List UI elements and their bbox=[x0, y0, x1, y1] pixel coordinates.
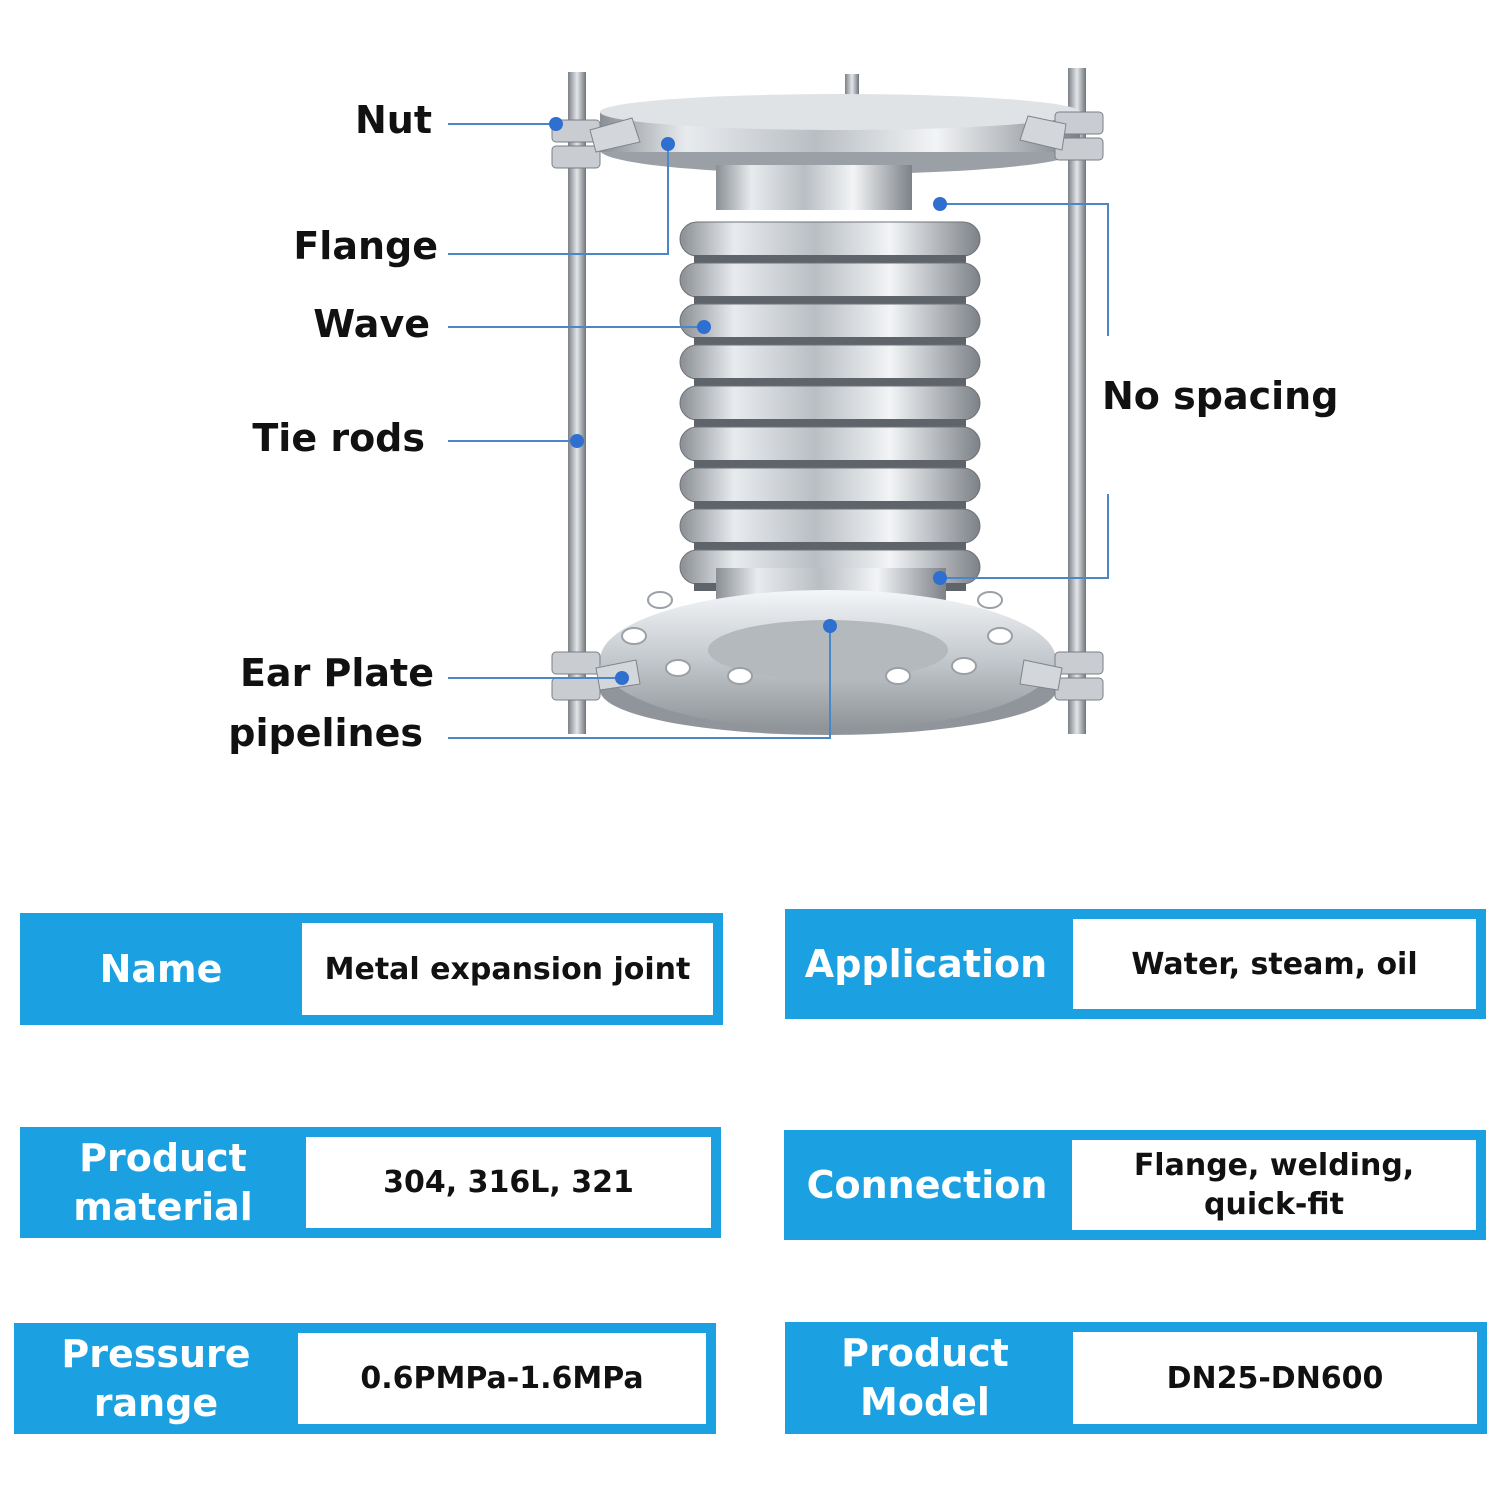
spec-connection-key: Connection bbox=[806, 1162, 1048, 1207]
spec-model-key-line1: Product bbox=[841, 1331, 1009, 1376]
spec-connection-card: Connection Flange, welding, quick-fit bbox=[784, 1130, 1486, 1240]
bellows-wave bbox=[679, 426, 981, 462]
label-flange: Flange bbox=[293, 224, 438, 268]
spec-model-card: Product Model DN25-DN600 bbox=[785, 1322, 1487, 1434]
spec-name-value: Metal expansion joint bbox=[302, 923, 713, 1015]
spec-pressure-key-line2: range bbox=[93, 1380, 219, 1425]
expansion-joint-drawing bbox=[448, 68, 1109, 739]
label-tie-rods: Tie rods bbox=[252, 416, 425, 460]
spec-application-value: Water, steam, oil bbox=[1073, 919, 1476, 1009]
label-wave: Wave bbox=[313, 302, 430, 346]
bellows-groove bbox=[694, 501, 966, 509]
spec-material-key-line2: material bbox=[73, 1184, 253, 1229]
spec-connection-value-line1: Flange, welding, bbox=[1133, 1148, 1415, 1183]
bellows-wave bbox=[679, 467, 981, 503]
bellows-wave bbox=[679, 303, 981, 339]
spec-material-key-line1: Product bbox=[79, 1135, 247, 1180]
bellows-wave bbox=[679, 262, 981, 298]
label-no-spacing: No spacing bbox=[1102, 374, 1339, 418]
spec-model-value: DN25-DN600 bbox=[1073, 1332, 1477, 1424]
bellows-groove bbox=[694, 378, 966, 386]
tie-rod-right bbox=[1068, 68, 1086, 734]
spec-pressure-card: Pressure range 0.6PMPa-1.6MPa bbox=[14, 1323, 716, 1434]
spec-application-key: Application bbox=[804, 941, 1048, 986]
spec-material-value: 304, 316L, 321 bbox=[306, 1137, 711, 1228]
spec-material-card: Product material 304, 316L, 321 bbox=[20, 1127, 721, 1238]
spec-pressure-value: 0.6PMPa-1.6MPa bbox=[298, 1333, 706, 1424]
spec-connection-value-line2: quick-fit bbox=[1204, 1187, 1344, 1222]
bellows-groove bbox=[694, 296, 966, 304]
label-nut: Nut bbox=[354, 98, 432, 142]
bellows-groove bbox=[694, 460, 966, 468]
bellows-wave bbox=[679, 508, 981, 544]
product-illustration bbox=[448, 68, 1109, 739]
spec-pressure-key: Pressure range bbox=[14, 1323, 298, 1434]
bellows-groove bbox=[694, 419, 966, 427]
spec-application-card: Application Water, steam, oil bbox=[785, 909, 1486, 1019]
bellows-wave bbox=[679, 385, 981, 421]
spec-model-key: Product Model bbox=[785, 1322, 1065, 1434]
bellows-groove bbox=[694, 542, 966, 550]
spec-name-key: Name bbox=[99, 946, 223, 991]
label-ear-plate: Ear Plate bbox=[239, 651, 434, 695]
label-pipelines: pipelines bbox=[228, 711, 423, 755]
bellows-wave bbox=[679, 221, 981, 257]
spec-model-key-line2: Model bbox=[860, 1380, 990, 1424]
bellows bbox=[679, 221, 981, 591]
bellows-groove bbox=[694, 255, 966, 263]
spec-pressure-key-line1: Pressure bbox=[61, 1331, 251, 1376]
spec-name-card: Name Metal expansion joint bbox=[20, 913, 723, 1025]
bellows-groove bbox=[694, 337, 966, 345]
spec-connection-value: Flange, welding, quick-fit bbox=[1072, 1140, 1476, 1230]
callout-dots bbox=[549, 117, 947, 685]
callout-lines bbox=[448, 123, 1109, 739]
tie-rod-left bbox=[568, 72, 586, 734]
spec-material-key: Product material bbox=[20, 1127, 306, 1238]
bellows-wave bbox=[679, 344, 981, 380]
